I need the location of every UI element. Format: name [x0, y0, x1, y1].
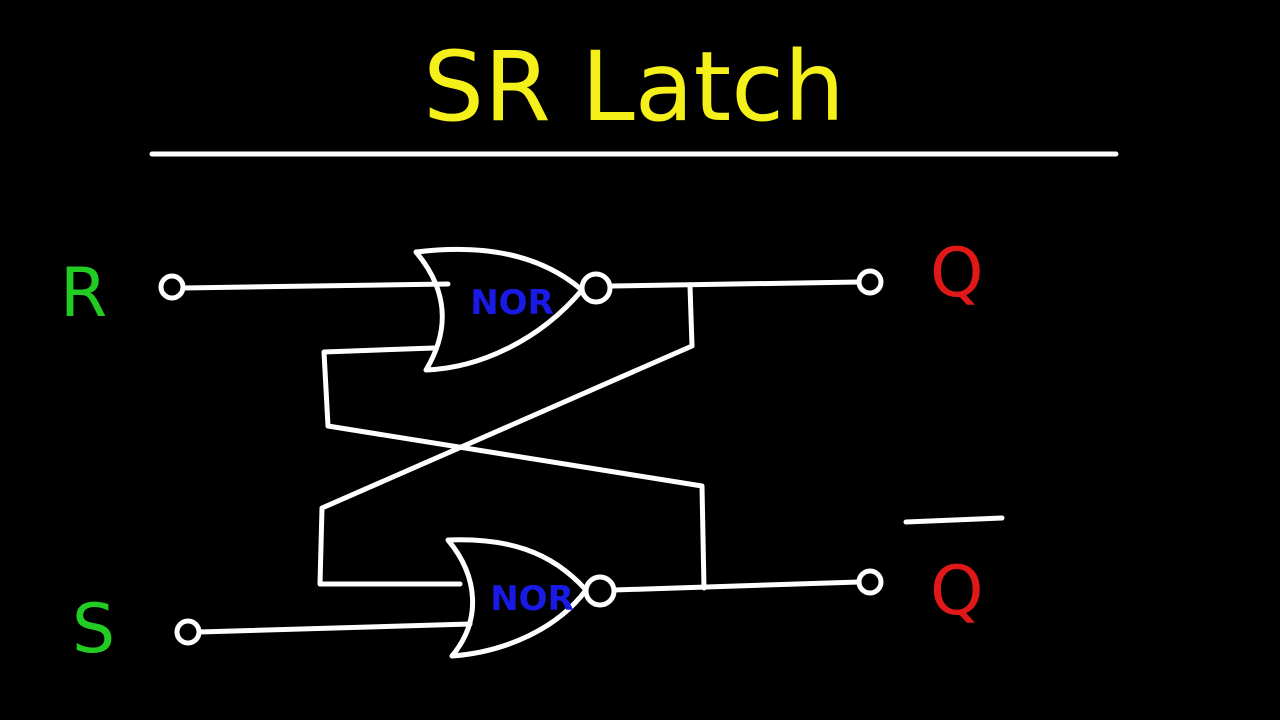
output-terminal-q	[856, 268, 884, 296]
nor-gate-bottom	[445, 537, 589, 659]
wire-feedback-q	[317, 283, 695, 587]
nor-gate-bottom-bubble	[583, 574, 617, 608]
q-bar-overline	[903, 515, 1005, 525]
input-label-reset: R	[60, 254, 107, 333]
wire-reset-input	[180, 281, 451, 291]
input-terminal-set	[174, 618, 202, 646]
nor-gate-top-bubble	[579, 271, 613, 305]
wire-q-output	[609, 279, 862, 289]
nor-gate-bottom-label: NOR	[490, 579, 574, 619]
output-terminal-q-bar	[856, 568, 884, 596]
output-label-q: Q	[930, 234, 984, 313]
page-title: SR Latch	[423, 31, 845, 143]
nor-gate-top-label: NOR	[470, 283, 554, 323]
nor-gate-top	[413, 246, 585, 373]
wire-feedback-q-bar	[321, 345, 707, 591]
input-terminal-reset	[158, 273, 186, 301]
wire-set-input	[196, 621, 473, 635]
output-label-q-bar: Q	[930, 552, 984, 631]
wire-q-bar-output	[611, 579, 862, 593]
input-label-set: S	[72, 590, 115, 669]
